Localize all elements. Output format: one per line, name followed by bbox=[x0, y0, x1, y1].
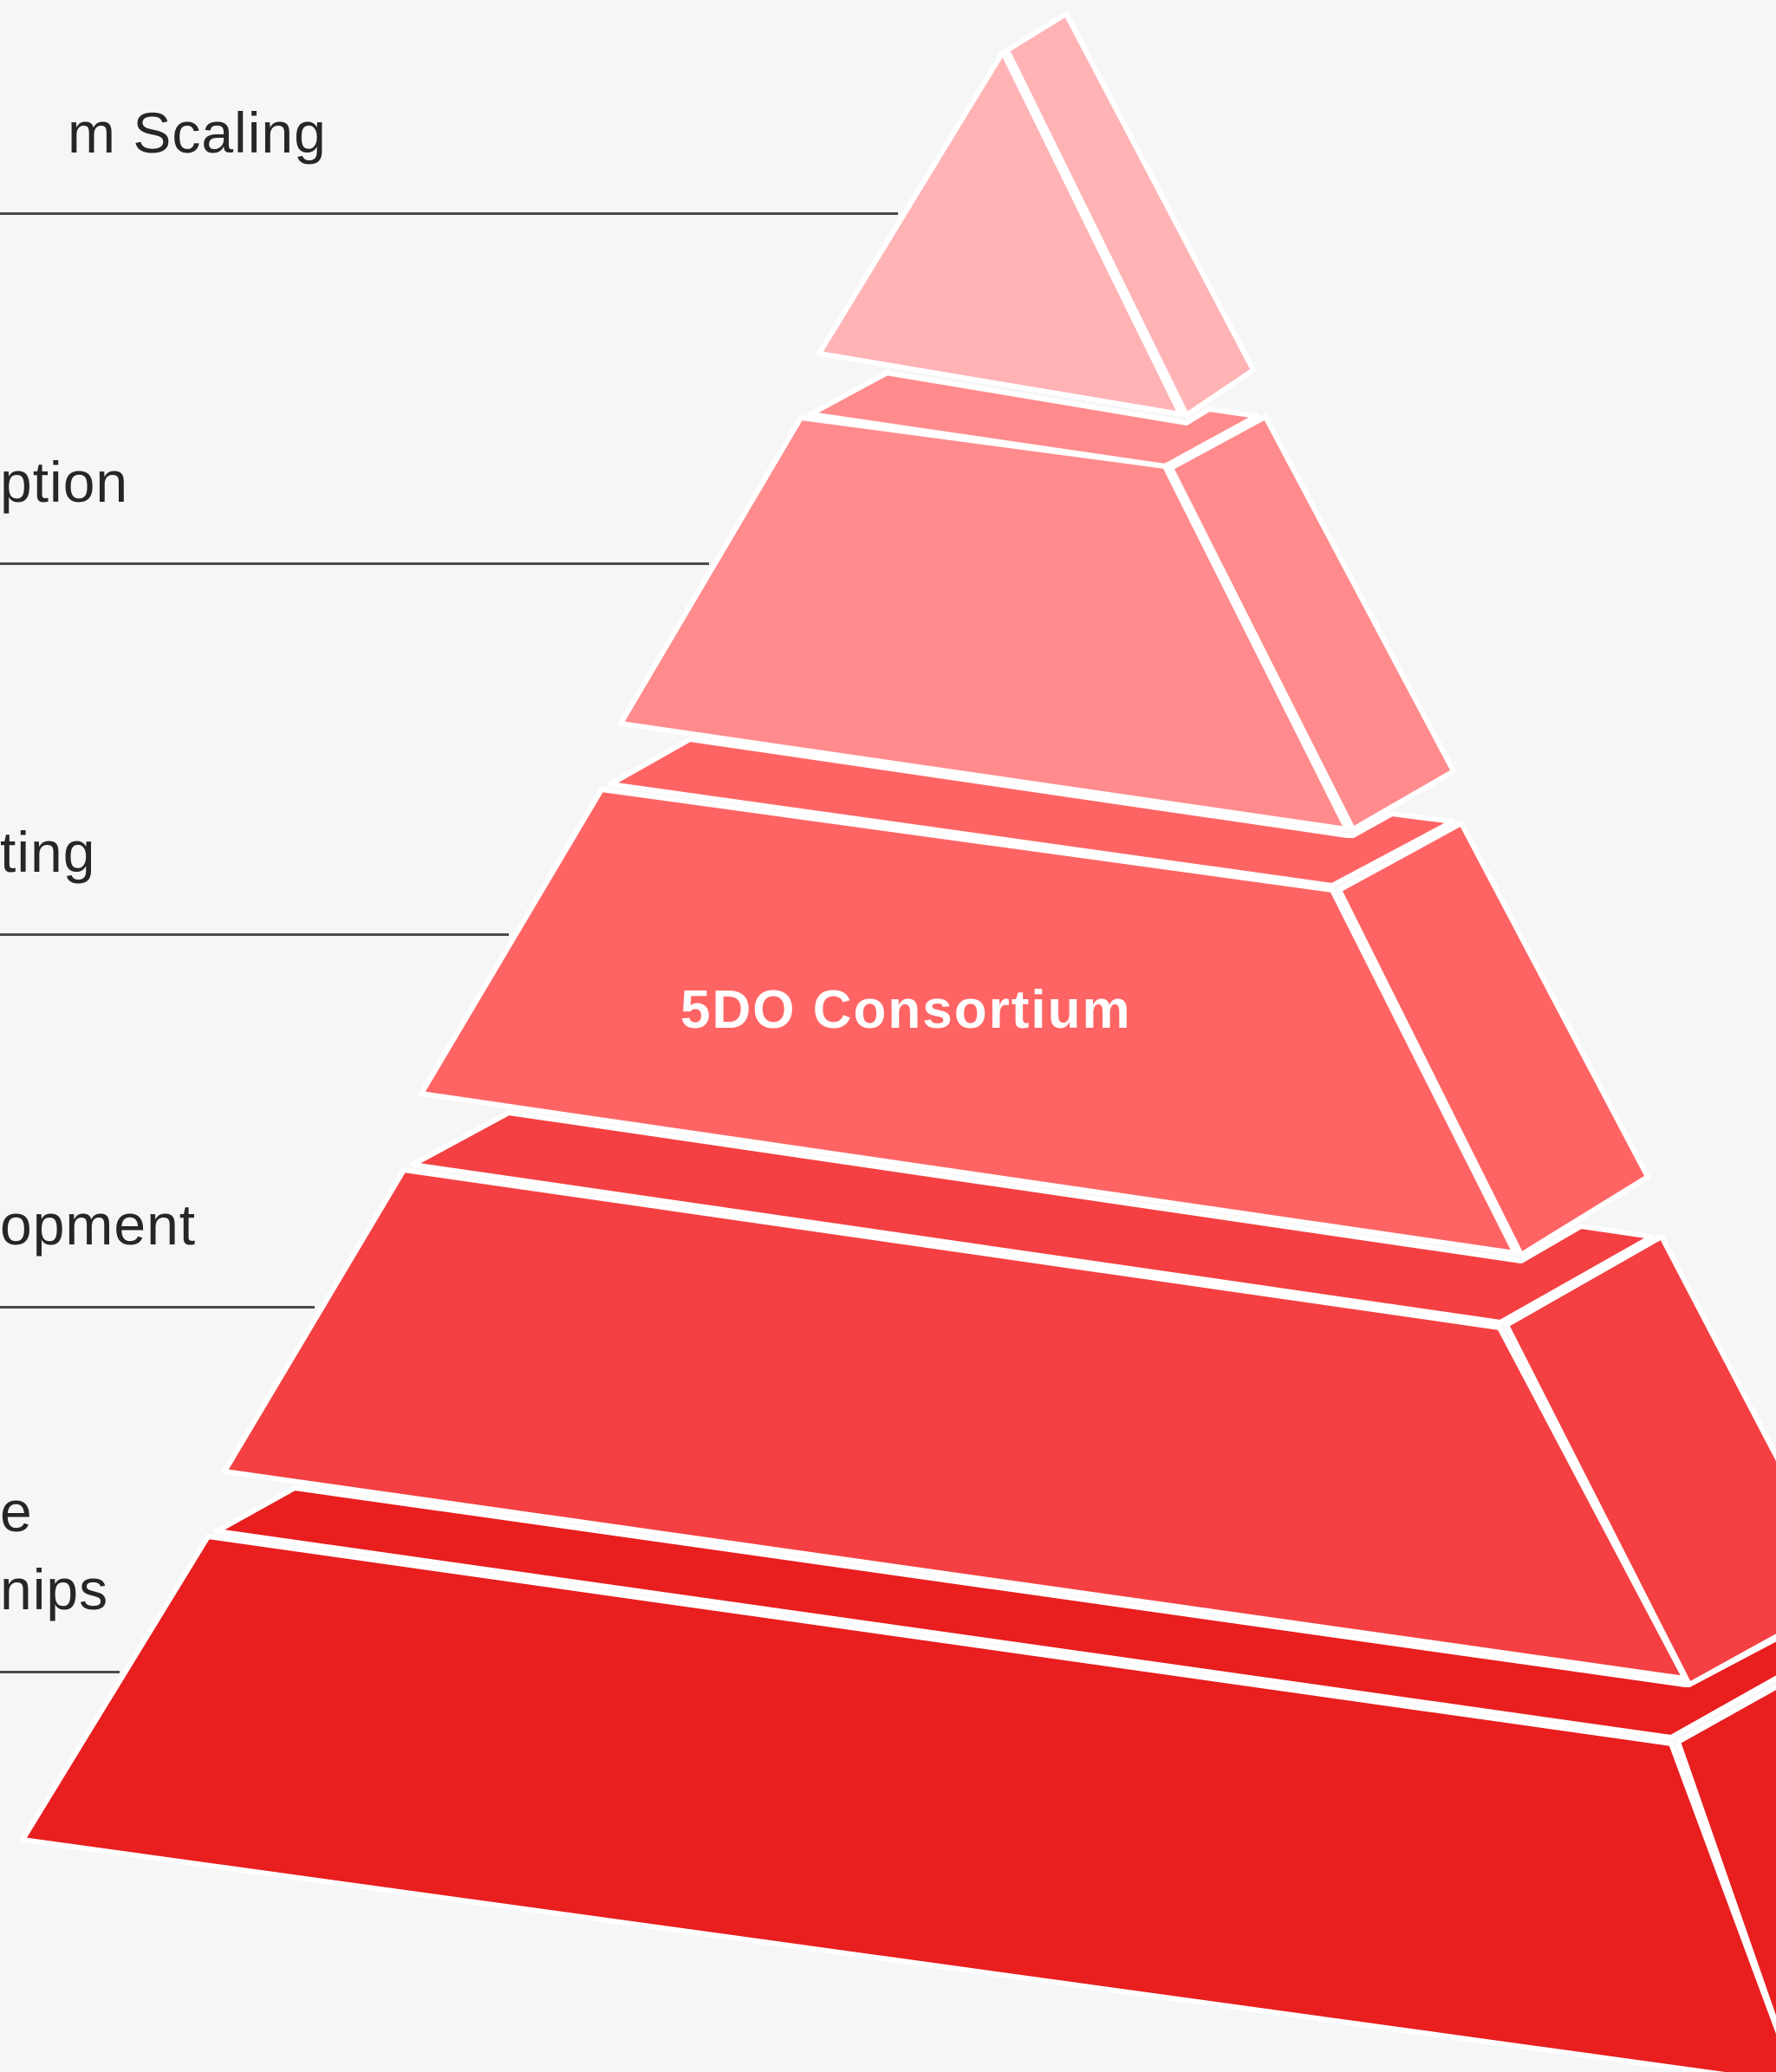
label-tier-1: m Scaling bbox=[68, 101, 327, 165]
consortium-label: 5DO Consortium bbox=[680, 980, 1132, 1040]
pyramid-tier-4 bbox=[214, 1167, 1776, 1740]
tier-2-front-face bbox=[618, 415, 1350, 832]
pyramid-tier-1 bbox=[808, 11, 1259, 469]
divider-line bbox=[0, 212, 898, 215]
pyramid-tier-2 bbox=[608, 414, 1456, 888]
divider-line bbox=[0, 933, 509, 936]
tier-2-slab bbox=[608, 737, 1455, 888]
label-tier-5-line-1: e bbox=[0, 1479, 33, 1543]
tier-5-side-face bbox=[1675, 1684, 1776, 2031]
label-tier-5-line-2: nips bbox=[0, 1557, 109, 1621]
tier-3-slab bbox=[410, 1110, 1655, 1325]
pyramid-tier-5 bbox=[20, 1534, 1776, 2072]
tier-3-side-face bbox=[1337, 821, 1650, 1257]
tier-4-slab bbox=[214, 1485, 1776, 1740]
tier-1-top-slab bbox=[808, 370, 1259, 469]
tier-1-side-face bbox=[1005, 11, 1256, 418]
label-tier-2: ption bbox=[0, 450, 129, 514]
tier-5-front-face bbox=[20, 1534, 1776, 2072]
tier-4-side-face bbox=[1504, 1234, 1776, 1687]
label-tier-3: ting bbox=[0, 820, 96, 884]
tier-1-front-face bbox=[816, 49, 1183, 417]
tier-2-side-face bbox=[1168, 414, 1456, 832]
divider-line bbox=[0, 1671, 120, 1673]
label-tier-4: opment bbox=[0, 1192, 197, 1257]
divider-line bbox=[0, 1306, 315, 1309]
divider-line bbox=[0, 562, 709, 565]
tier-3-front-face bbox=[419, 787, 1518, 1256]
pyramid-tier-3 bbox=[410, 787, 1655, 1325]
